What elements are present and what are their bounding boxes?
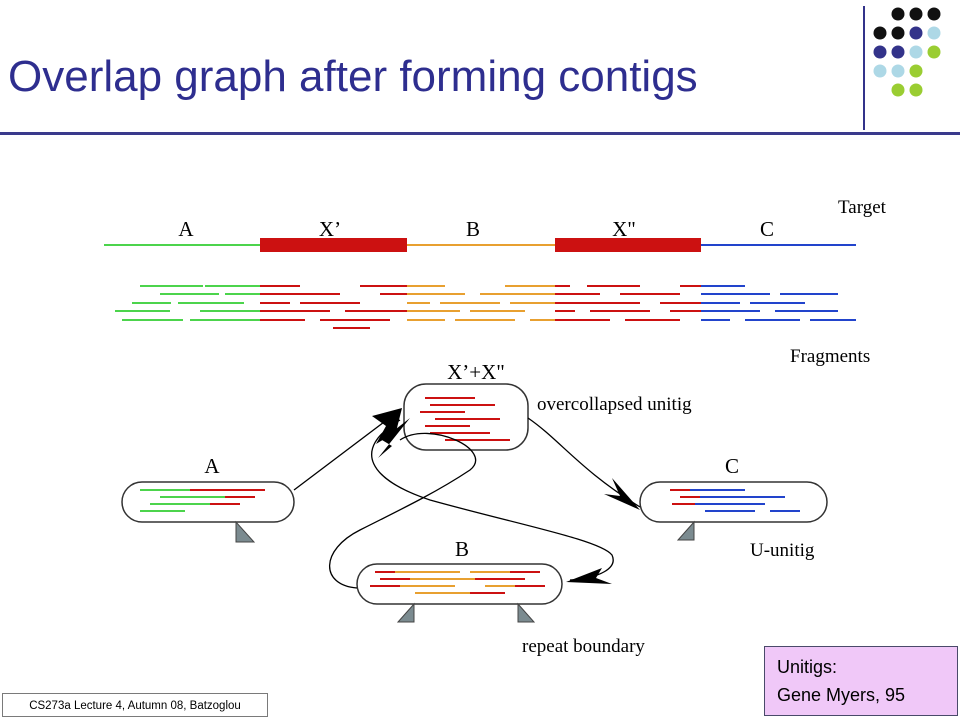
unitig-x-label: X’+X" bbox=[447, 360, 505, 384]
decorative-dot bbox=[909, 7, 923, 21]
segment-label-x-prime: X’ bbox=[319, 217, 341, 241]
unitig-b bbox=[356, 563, 563, 623]
dot-grid-dots bbox=[873, 7, 941, 97]
target-segment-x-double-prime bbox=[555, 238, 701, 252]
overcollapsed-unitig-annotation: overcollapsed unitig bbox=[537, 394, 692, 415]
decorative-dot bbox=[909, 83, 923, 97]
decorative-dot bbox=[873, 64, 887, 78]
segment-label-a: A bbox=[178, 217, 194, 241]
credit-line-2: Gene Myers, 95 bbox=[777, 685, 906, 705]
slide-title: Overlap graph after forming contigs bbox=[8, 52, 698, 101]
repeat-boundary-marker-b-right bbox=[517, 602, 536, 623]
decorative-dot bbox=[891, 7, 905, 21]
decorative-dot bbox=[873, 26, 887, 40]
decorative-dot bbox=[873, 45, 887, 59]
unitig-b-capsule bbox=[356, 563, 563, 605]
decorative-dot bbox=[891, 64, 905, 78]
edge-arrowheads bbox=[372, 408, 640, 584]
segment-label-b: B bbox=[466, 217, 480, 241]
repeat-boundary-label: repeat boundary bbox=[522, 636, 645, 657]
segment-label-x-double-prime: X" bbox=[612, 217, 636, 241]
unitig-x-overcollapsed bbox=[403, 383, 529, 451]
repeat-boundary-marker-b-left bbox=[396, 602, 415, 623]
decorative-dot bbox=[891, 83, 905, 97]
unitig-a bbox=[121, 481, 295, 543]
credit-line-1: Unitigs: bbox=[777, 657, 838, 677]
arrowhead-into-b bbox=[566, 568, 612, 584]
decorative-dot bbox=[891, 26, 905, 40]
unitig-a-label: A bbox=[204, 454, 220, 478]
decorative-dot bbox=[909, 26, 923, 40]
repeat-boundary-marker-c bbox=[676, 520, 695, 541]
footer-caption: CS273a Lecture 4, Autumn 08, Batzoglou bbox=[2, 693, 268, 717]
segment-label-c: C bbox=[760, 217, 774, 241]
unitig-c bbox=[639, 481, 828, 541]
target-sequence bbox=[104, 238, 856, 252]
decorative-dot bbox=[927, 45, 941, 59]
unitig-a-capsule bbox=[121, 481, 295, 523]
u-unitig-annotation: U-unitig bbox=[750, 540, 815, 561]
arrowhead-into-x-upper bbox=[372, 408, 402, 444]
repeat-boundary-marker-a bbox=[235, 520, 256, 543]
fragments-label: Fragments bbox=[790, 346, 870, 367]
unitig-b-label: B bbox=[455, 537, 469, 561]
edge-x-to-b bbox=[371, 419, 614, 581]
decorative-dot bbox=[891, 45, 905, 59]
decorative-dot bbox=[927, 7, 941, 21]
target-label: Target bbox=[838, 197, 887, 218]
credit-box: Unitigs: Gene Myers, 95 bbox=[764, 646, 958, 716]
unitig-c-label: C bbox=[725, 454, 739, 478]
target-segment-x-prime bbox=[260, 238, 407, 252]
decorative-dot bbox=[927, 26, 941, 40]
fragment-reads bbox=[115, 285, 856, 329]
edge-b-to-x bbox=[329, 432, 477, 589]
title-underline bbox=[0, 132, 960, 135]
decorative-dot-grid bbox=[863, 6, 941, 130]
arrowhead-into-c bbox=[604, 478, 640, 510]
decorative-dot bbox=[909, 45, 923, 59]
unitig-c-capsule bbox=[639, 481, 828, 523]
arrowhead-into-x-lower bbox=[378, 418, 410, 458]
decorative-dot bbox=[909, 64, 923, 78]
